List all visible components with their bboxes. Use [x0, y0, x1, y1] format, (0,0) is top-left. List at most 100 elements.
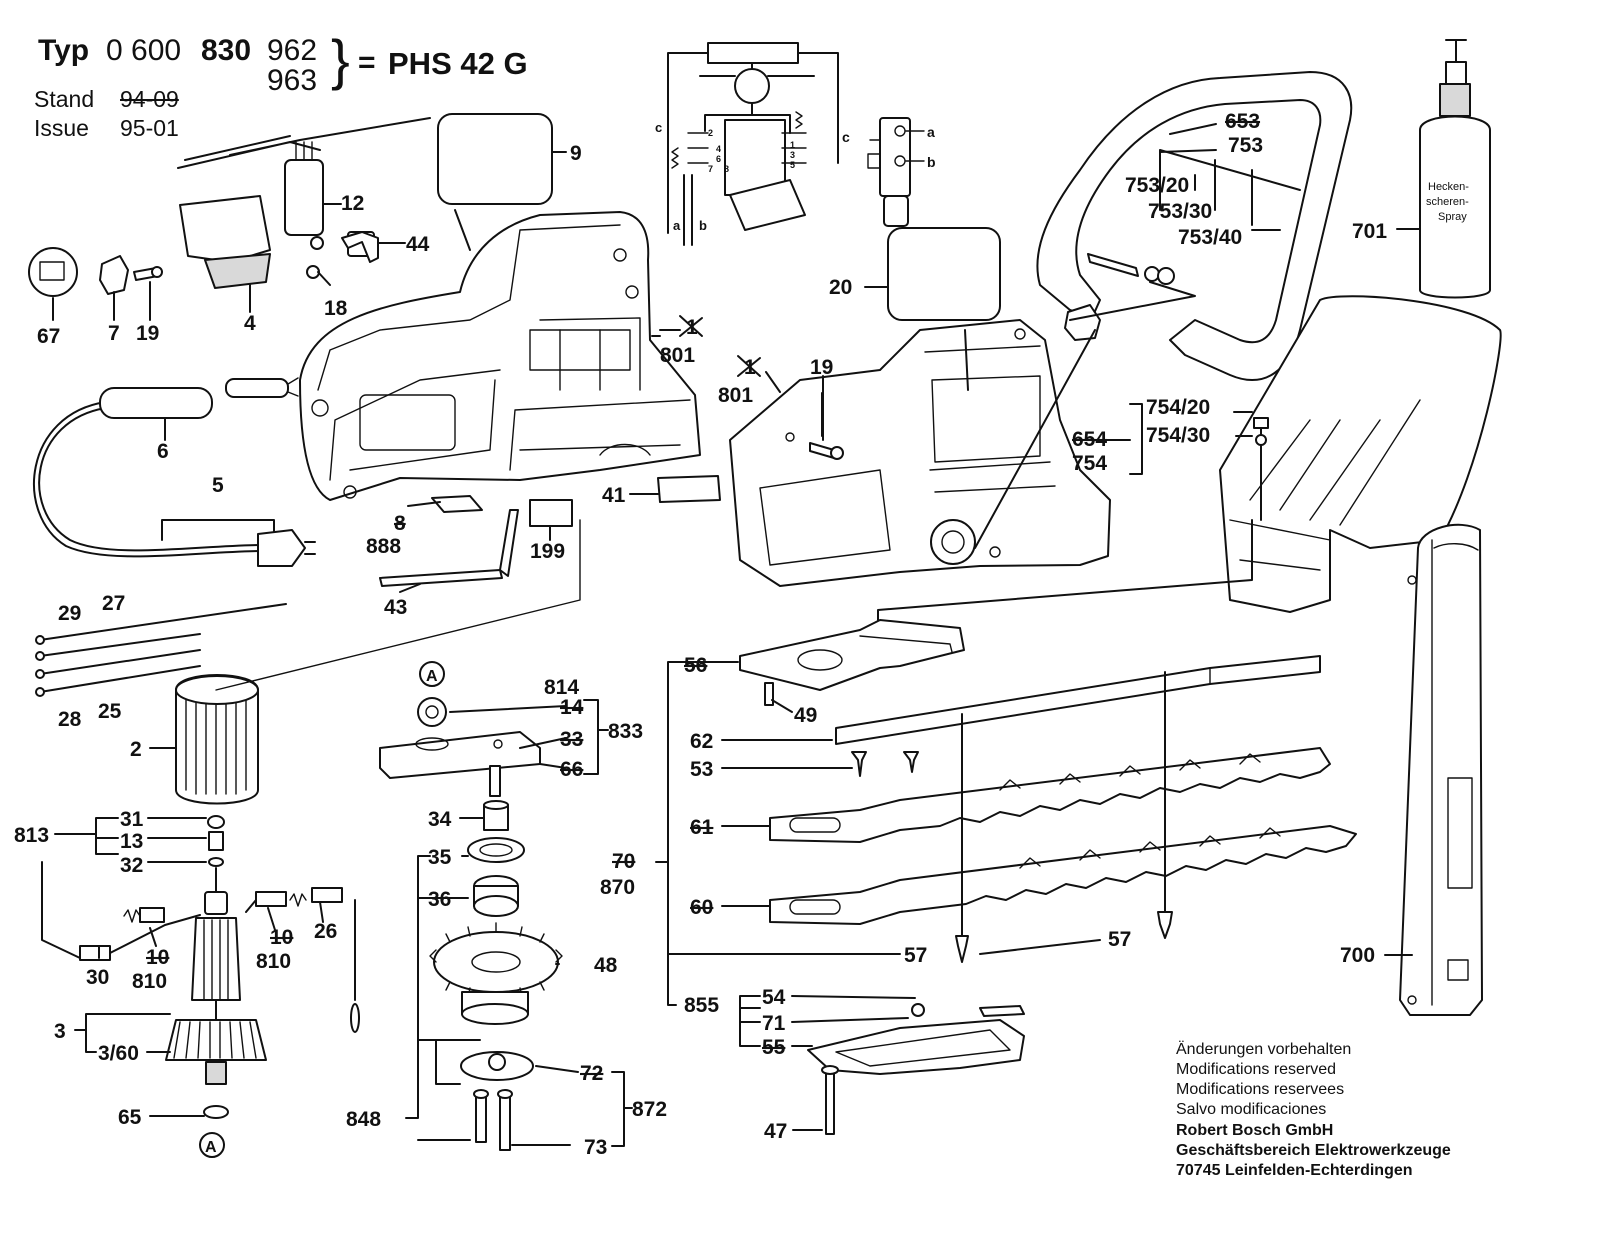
typ-label: Typ — [38, 34, 90, 67]
spray-bottle: Hecken- scheren- Spray — [1396, 39, 1491, 299]
wiring-label: a — [673, 218, 681, 233]
part-label-813: 813 — [14, 824, 49, 847]
variant-1: 962 — [267, 34, 318, 67]
part-label-28: 28 — [58, 708, 82, 731]
part-label-12: 12 — [341, 192, 364, 215]
issue-label: Issue — [34, 115, 89, 141]
wiring-label: 8 — [724, 164, 729, 174]
part-label-754-30: 754/30 — [1146, 424, 1210, 447]
company-address: 70745 Leinfelden-Echterdingen — [1176, 1162, 1413, 1179]
part-label-13: 13 — [120, 830, 143, 853]
part-label-848: 848 — [346, 1108, 381, 1131]
wiring-label: 7 — [708, 164, 713, 174]
part-label-53: 53 — [690, 758, 713, 781]
part-label-60: 60 — [690, 896, 713, 919]
part-label-801: 801 — [660, 344, 695, 367]
part-label-33: 33 — [560, 728, 583, 751]
part-label-872: 872 — [632, 1098, 667, 1121]
part-label-14: 14 — [560, 696, 584, 719]
part-label-34: 34 — [428, 808, 452, 831]
motor-stator — [175, 519, 581, 805]
part-label-754: 754 — [1072, 452, 1107, 475]
part-label-70: 70 — [612, 850, 635, 873]
wiring-label: 1 — [790, 140, 795, 150]
part-label-62: 62 — [690, 730, 713, 753]
part-label-20: 20 — [829, 276, 852, 299]
carbon-brushes — [41, 861, 360, 1033]
part-label-4: 4 — [244, 312, 256, 335]
company-name: Robert Bosch GmbH — [1176, 1122, 1334, 1139]
part-label-814: 814 — [544, 676, 579, 699]
part-label-44: 44 — [406, 233, 430, 256]
part-label-67: 67 — [37, 325, 60, 348]
circle-a-label: A — [426, 668, 438, 685]
part-label-10: 10 — [146, 946, 169, 969]
part-label-810: 810 — [132, 970, 167, 993]
part-label-49: 49 — [794, 704, 817, 727]
stand-label: Stand — [34, 86, 95, 112]
part-label-19: 19 — [136, 322, 159, 345]
wiring-label: 4 — [716, 144, 721, 154]
stand-value: 94-09 — [120, 86, 179, 112]
part-label-57: 57 — [1108, 928, 1131, 951]
part-label-888: 888 — [366, 535, 401, 558]
variant-2: 963 — [267, 64, 318, 97]
spray-label: Spray — [1438, 211, 1467, 223]
note-line: Änderungen vorbehalten — [1176, 1041, 1352, 1058]
wiring-label: c — [655, 120, 662, 135]
part-label-833: 833 — [608, 720, 643, 743]
part-label-54: 54 — [762, 986, 786, 1009]
part-label-870: 870 — [600, 876, 635, 899]
note-line: Modifications reservees — [1176, 1081, 1345, 1098]
part-label-701: 701 — [1352, 220, 1387, 243]
part-label-26: 26 — [314, 920, 337, 943]
guide-bar — [835, 655, 1321, 777]
part-label-32: 32 — [120, 854, 143, 877]
part-label-66: 66 — [560, 758, 583, 781]
part-label-199: 199 — [530, 540, 565, 563]
housing-right — [729, 319, 1111, 587]
part-label-6: 6 — [157, 440, 169, 463]
connector-cables — [35, 603, 287, 697]
part-label-19: 19 — [810, 356, 833, 379]
equals-sign: = — [358, 46, 376, 79]
label-plate-9 — [437, 113, 553, 205]
part-label-5: 5 — [212, 474, 224, 497]
part-label-753-30: 753/30 — [1148, 200, 1212, 223]
part-label-36: 36 — [428, 888, 451, 911]
part-label-810: 810 — [256, 950, 291, 973]
part-label-18: 18 — [324, 297, 348, 320]
part-label-35: 35 — [428, 846, 452, 869]
part-label-8: 8 — [394, 512, 406, 535]
switch-detail: c a b — [842, 117, 936, 227]
blade-cover — [1384, 523, 1483, 1016]
part-label-753: 753 — [1228, 134, 1263, 157]
part-label-700: 700 — [1340, 944, 1375, 967]
part-label-653: 653 — [1225, 110, 1260, 133]
switch-label: c — [842, 129, 850, 145]
wiring-label: b — [699, 218, 707, 233]
wiring-label: 2 — [708, 128, 713, 138]
leader-lines — [52, 123, 1281, 1147]
part-label-27: 27 — [102, 592, 125, 615]
part-label-47: 47 — [764, 1120, 787, 1143]
guide-plate — [739, 519, 1253, 706]
part-label-56: 56 — [684, 654, 707, 677]
part-label-9: 9 — [570, 142, 582, 165]
part-label-73: 73 — [584, 1136, 607, 1159]
wiring-label: 5 — [790, 160, 795, 170]
part-label-65: 65 — [118, 1106, 142, 1129]
part-label-3: 3 — [54, 1020, 66, 1043]
wiring-label: 6 — [716, 154, 721, 164]
part-label-2: 2 — [130, 738, 142, 761]
part-label-71: 71 — [762, 1012, 786, 1035]
issue-value: 95-01 — [120, 115, 179, 141]
label-plate-20 — [887, 227, 1001, 321]
part-label-29: 29 — [58, 602, 81, 625]
wiring-label: 3 — [790, 150, 795, 160]
spray-label: scheren- — [1426, 196, 1469, 208]
circle-a-label: A — [205, 1139, 217, 1156]
part-label-48: 48 — [594, 954, 618, 977]
switch-label: a — [927, 124, 935, 140]
